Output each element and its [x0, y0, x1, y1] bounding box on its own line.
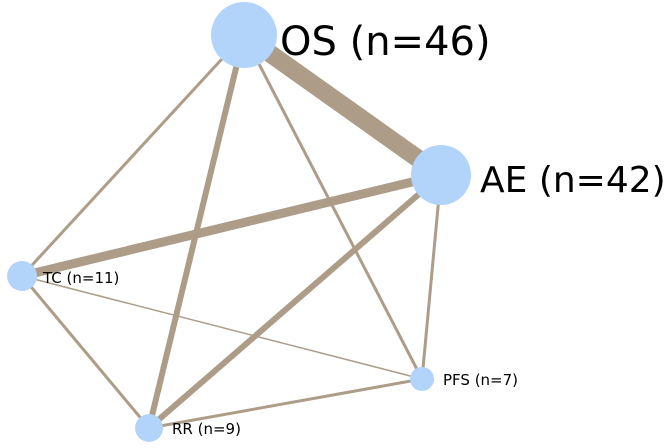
- node-label-pfs: PFS (n=7): [443, 371, 518, 389]
- node-pfs: [410, 367, 434, 391]
- node-os: [211, 2, 277, 68]
- edge-os-tc: [20, 33, 246, 278]
- edge-tc-rr: [20, 274, 151, 430]
- edge-ae-rr: [146, 172, 444, 431]
- nodes-layer: [7, 2, 471, 442]
- node-label-ae: AE (n=42): [480, 160, 666, 201]
- node-tc: [7, 261, 37, 291]
- edges-layer: [17, 26, 450, 431]
- edge-os-pfs: [242, 33, 424, 381]
- edge-os-rr: [146, 32, 247, 431]
- node-label-tc: TC (n=11): [42, 269, 119, 287]
- node-rr: [135, 414, 163, 442]
- node-ae: [411, 145, 471, 205]
- labels-layer: OS (n=46) AE (n=42) TC (n=11) RR (n=9) PFS (…: [42, 19, 666, 438]
- edge-rr-pfs: [147, 377, 424, 430]
- node-label-os: OS (n=46): [280, 19, 491, 65]
- edge-ae-tc: [17, 170, 446, 281]
- node-label-rr: RR (n=9): [172, 420, 241, 438]
- edge-tc-pfs: [21, 275, 423, 380]
- edge-os-ae: [235, 26, 450, 184]
- edge-ae-pfs: [420, 173, 443, 381]
